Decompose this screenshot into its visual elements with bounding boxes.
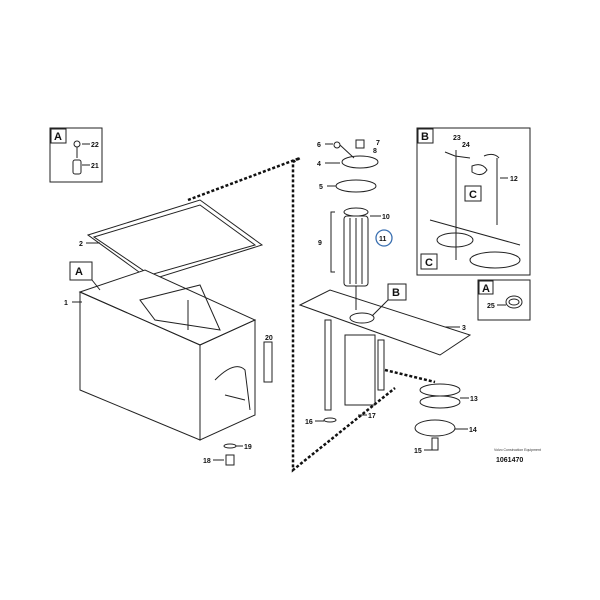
part-label: 23 xyxy=(453,135,461,142)
detail-b-box: B 23 24 12 C C xyxy=(416,127,531,276)
part-label: 9 xyxy=(318,240,322,247)
part-label: C xyxy=(469,189,477,201)
part-label: 15 xyxy=(414,448,422,455)
detail-a-right-box: A 25 xyxy=(477,279,531,321)
tank-assembly: 1 2 A 20 19 18 xyxy=(64,199,273,466)
part-label: 10 xyxy=(382,214,390,221)
part-label: 13 xyxy=(470,396,478,403)
part-label: C xyxy=(425,257,433,269)
part-label: 16 xyxy=(305,419,313,426)
connector-dashed xyxy=(187,156,396,473)
part-label: 12 xyxy=(510,176,518,183)
part-label: 7 xyxy=(376,140,380,147)
part-label: 1 xyxy=(64,300,68,307)
drawing-number: 1061470 xyxy=(496,457,523,464)
part-label: A xyxy=(54,131,62,143)
part-label: 6 xyxy=(317,142,321,149)
part-label: 8 xyxy=(373,148,377,155)
part-label: 21 xyxy=(91,163,99,170)
brand-text: Volvo Construction Equipment xyxy=(494,448,541,452)
part-label: 3 xyxy=(462,325,466,332)
detail-a-box: A 22 21 xyxy=(49,127,103,183)
part-label: 20 xyxy=(265,335,273,342)
part-label: 24 xyxy=(462,142,470,149)
connector-dashed-2 xyxy=(384,368,436,384)
part-label: B xyxy=(421,131,429,143)
part-label: 25 xyxy=(487,303,495,310)
part-label: 14 xyxy=(469,427,477,434)
part-label: 2 xyxy=(79,241,83,248)
part-label: 19 xyxy=(244,444,252,451)
part-label: 11 xyxy=(379,236,387,243)
highlight-circle-11 xyxy=(375,229,393,247)
part-label: A xyxy=(482,283,490,295)
part-label: 17 xyxy=(368,413,376,420)
part-label: 5 xyxy=(319,184,323,191)
part-label: 4 xyxy=(317,161,321,168)
part-label: 18 xyxy=(203,458,211,465)
part-label: 22 xyxy=(91,142,99,149)
part-label: B xyxy=(392,287,400,299)
filter-assembly: 6 7 8 4 5 10 9 11 B 3 16 17 13 14 15 xyxy=(298,139,478,455)
part-label: A xyxy=(75,266,83,278)
